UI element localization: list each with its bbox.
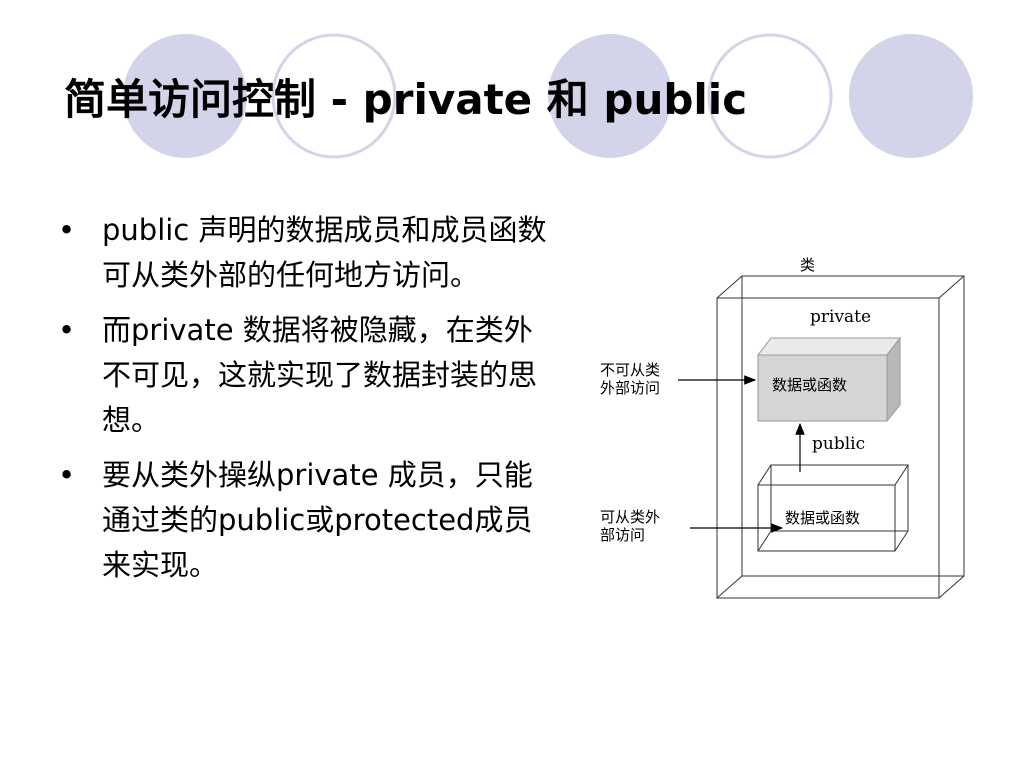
bullet-dot: • [58, 313, 76, 347]
circle-outline-2 [707, 33, 833, 159]
private-data-box [756, 336, 902, 423]
bullet-item: • 要从类外操纵private 成员，只能通过类的public或protecte… [58, 453, 558, 588]
bullet-text: public 声明的数据成员和成员函数可从类外部的任何地方访问。 [102, 213, 547, 292]
public-label: public [812, 434, 865, 454]
bullet-item: • 而private 数据将被隐藏，在类外不可见，这就实现了数据封装的思想。 [58, 308, 558, 443]
decorative-circles [123, 33, 973, 159]
bullet-text: 要从类外操纵private 成员，只能通过类的public或protected成… [102, 458, 533, 582]
access-control-diagram: 类 private 数据或函数 public 数据或函数 不可从类 外部访问 可… [600, 256, 965, 599]
private-label: private [810, 307, 871, 327]
class-box [716, 275, 965, 599]
no-access-label-line1: 不可从类 [600, 361, 660, 379]
bullet-dot: • [58, 213, 76, 247]
no-access-label-line2: 外部访问 [600, 379, 660, 397]
bullet-dot: • [58, 458, 76, 492]
circle-filled-2 [548, 34, 672, 158]
circle-filled-3 [849, 34, 973, 158]
circle-outline-1 [271, 33, 397, 159]
access-label-line2: 部访问 [600, 526, 645, 544]
public-box-text: 数据或函数 [785, 509, 860, 527]
class-label: 类 [800, 256, 815, 274]
bullet-list: • public 声明的数据成员和成员函数可从类外部的任何地方访问。 • 而pr… [58, 208, 558, 598]
circle-filled-1 [123, 34, 247, 158]
bullet-text: 而private 数据将被隐藏，在类外不可见，这就实现了数据封装的思想。 [102, 313, 538, 437]
public-data-box [757, 464, 909, 552]
private-box-text: 数据或函数 [772, 376, 847, 394]
access-label-line1: 可从类外 [600, 508, 660, 526]
bullet-item: • public 声明的数据成员和成员函数可从类外部的任何地方访问。 [58, 208, 558, 298]
slide-title: 简单访问控制 - private 和 public [64, 75, 748, 124]
